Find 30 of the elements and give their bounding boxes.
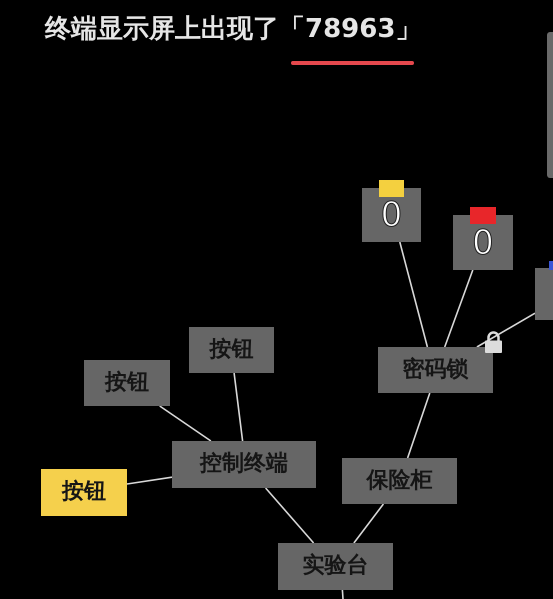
connector-line [342,590,344,599]
connector-line [233,372,244,442]
counter-digit: 0 [380,198,402,232]
counter-digit: 0 [472,226,494,260]
connector-line [476,312,536,348]
counter-box [362,188,421,242]
connector-line [444,270,474,348]
label-box [189,327,274,373]
node-label: 按钮 [105,370,149,396]
node-label: 保险柜 [366,468,432,494]
connector-line [126,476,172,485]
label-box [378,347,493,393]
node-label: 按钮 [62,480,106,505]
highlighted-label-box [41,469,127,516]
node-label: 控制终端 [200,452,288,477]
connector-line [159,405,212,442]
label-box [172,441,316,488]
connector-line [353,504,384,544]
node-label: 密码锁 [402,358,468,382]
partial-box [535,268,553,320]
node-label: 实验台 [302,554,368,579]
connector-line [265,487,314,544]
counter-box [453,215,513,270]
connector-line [406,392,431,458]
label-box [84,360,170,406]
title-text: 终端显示屏上出现了「78963」 [45,14,422,46]
connector-line [399,242,428,348]
label-box [342,458,457,504]
node-label: 按钮 [210,338,254,362]
label-box [278,543,393,590]
